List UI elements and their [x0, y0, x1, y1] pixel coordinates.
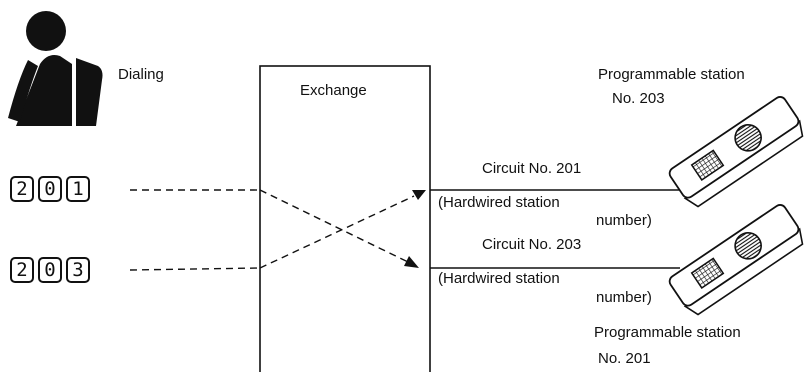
top-station-title: Programmable station: [598, 66, 745, 83]
bottom-station-title: Programmable station: [594, 324, 741, 341]
digit-key: 2: [10, 176, 34, 202]
person-icon: [8, 11, 103, 126]
telephone-icon: [668, 96, 804, 208]
exchange-box: [259, 65, 431, 372]
hardwired-label-bottom: (Hardwired station: [438, 270, 560, 287]
digit-key: 1: [66, 176, 90, 202]
circuit-label-201: Circuit No. 201: [482, 160, 582, 177]
top-station-number: No. 203: [612, 90, 665, 107]
digit-key: 3: [66, 257, 90, 283]
arrowhead-top: [412, 190, 426, 200]
digit-key: 2: [10, 257, 34, 283]
circuit-label-203: Circuit No. 203: [482, 236, 582, 253]
dial-line-203: [129, 267, 261, 271]
arrowhead-bottom: [404, 256, 419, 268]
telephone-icon: [668, 204, 804, 316]
hardwired-label-bottom-number: number): [596, 289, 652, 306]
dialing-label: Dialing: [118, 66, 164, 83]
hardwired-label-top-number: number): [596, 212, 652, 229]
digit-key: 0: [38, 257, 62, 283]
hardwired-label-top: (Hardwired station: [438, 194, 560, 211]
route-line-203-to-top: [259, 195, 415, 269]
exchange-label: Exchange: [300, 82, 367, 99]
digit-key: 0: [38, 176, 62, 202]
bottom-station-number: No. 201: [598, 350, 651, 367]
route-line-201-to-bottom: [259, 189, 409, 263]
